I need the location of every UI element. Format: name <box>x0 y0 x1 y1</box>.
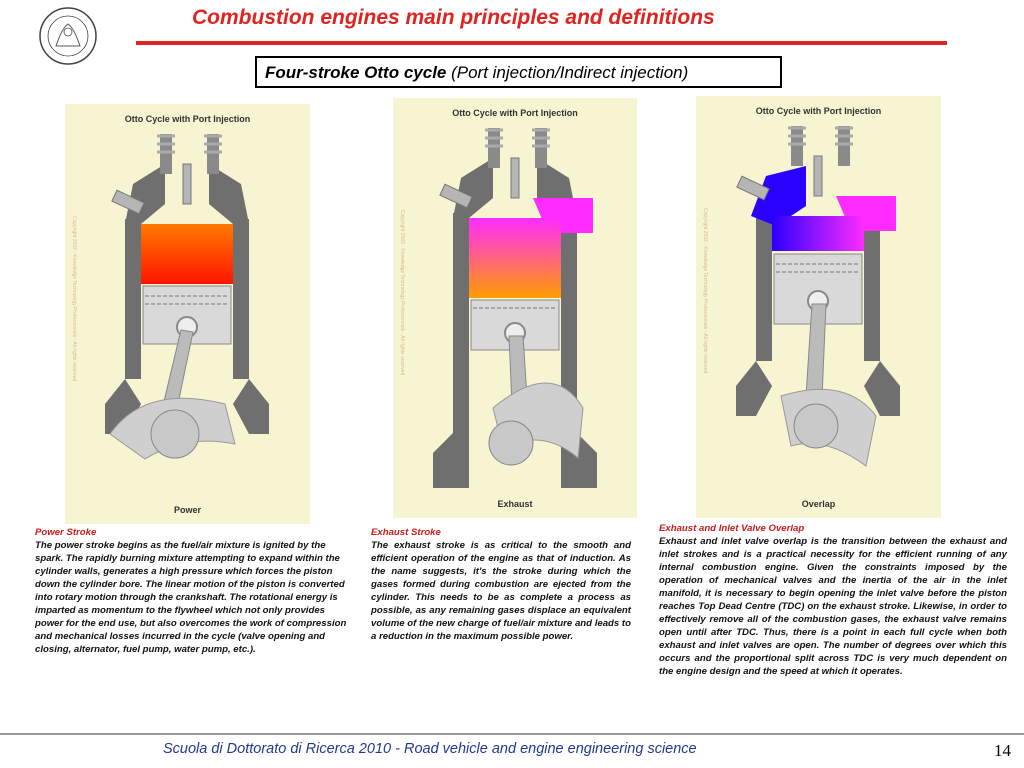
power-stroke-text: Power Stroke The power stroke begins as … <box>35 526 347 656</box>
overlap-text: Exhaust and Inlet Valve Overlap Exhaust … <box>659 522 1007 678</box>
copyright-note: Copyright 2002 - Knowledge Technology Pr… <box>702 208 708 374</box>
figure-caption-bottom: Power <box>173 505 201 515</box>
subtitle-bold: Four-stroke Otto cycle <box>265 63 447 82</box>
footer-divider <box>0 733 1024 735</box>
overlap-heading: Exhaust and Inlet Valve Overlap <box>659 523 805 534</box>
page-number: 14 <box>994 741 1011 760</box>
figure-caption-top: Otto Cycle with Port Injection <box>124 114 251 124</box>
footer-text: Scuola di Dottorato di Ricerca 2010 - Ro… <box>163 741 697 757</box>
engine-diagram-exhaust <box>433 128 597 488</box>
figure-caption-top: Otto Cycle with Port Injection <box>755 106 882 116</box>
engine-diagram-power <box>105 134 269 460</box>
subtitle-box: Four-stroke Otto cycle (Port injection/I… <box>255 56 782 88</box>
overlap-body: Exhaust and inlet valve overlap is the t… <box>659 536 1007 677</box>
figure-caption-bottom: Exhaust <box>497 499 533 509</box>
figure-power: Otto Cycle with Port Injection Power Cop… <box>65 104 310 524</box>
exhaust-stroke-text: Exhaust Stroke The exhaust stroke is as … <box>371 526 631 643</box>
copyright-note: Copyright 2002 - Knowledge Technology Pr… <box>71 216 77 382</box>
power-stroke-heading: Power Stroke <box>35 527 97 538</box>
figure-exhaust: Otto Cycle with Port Injection Exhaust C… <box>393 98 637 518</box>
page-title: Combustion engines main principles and d… <box>192 6 715 29</box>
exhaust-stroke-heading: Exhaust Stroke <box>371 527 441 538</box>
figure-caption-bottom: Overlap <box>801 499 836 509</box>
copyright-note: Copyright 2002 - Knowledge Technology Pr… <box>399 210 405 376</box>
figure-caption-top: Otto Cycle with Port Injection <box>452 108 578 118</box>
exhaust-stroke-body: The exhaust stroke is as critical to the… <box>371 540 631 642</box>
power-stroke-body: The power stroke begins as the fuel/air … <box>35 540 347 655</box>
politecnico-logo <box>32 6 104 68</box>
engine-diagram-overlap <box>736 126 900 467</box>
figure-overlap: Otto Cycle with Port Injection Overlap C… <box>696 96 941 518</box>
subtitle-rest: (Port injection/Indirect injection) <box>446 63 689 82</box>
title-underline <box>136 41 947 45</box>
